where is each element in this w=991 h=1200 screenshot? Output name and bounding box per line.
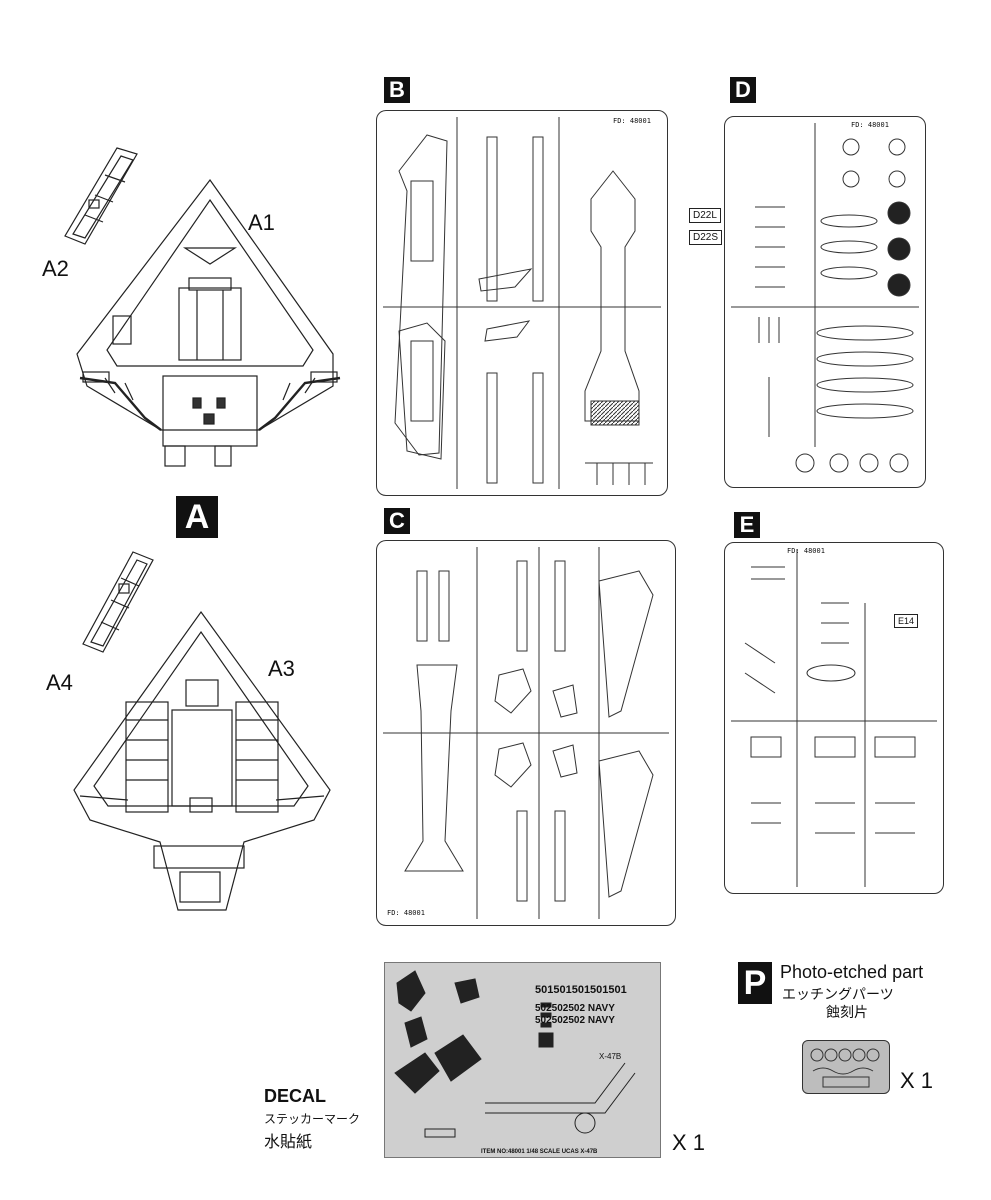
decal-footer: ITEM NO:48001 1/48 SCALE UCAS X-47B (481, 1149, 598, 1155)
photo-etch-title-en: Photo-etched part (780, 962, 924, 982)
sprue-e-frame: FD: 48001 (724, 542, 944, 894)
decal-subtitle-cn: 水貼紙 (264, 1132, 313, 1151)
photo-etch-parts (810, 1048, 880, 1088)
part-a1-drawing (76, 178, 341, 467)
photo-etch-title-cn: 蝕刻片 (826, 1005, 868, 1021)
sprue-b-frame: FD: 48001 (376, 110, 668, 496)
sprue-a-badge: A (176, 496, 218, 538)
decal-subtitle-jp: ステッカーマーク (264, 1112, 361, 1126)
sprue-d-frame: FD: 48001 (724, 116, 926, 488)
sprue-c-frame: FD: 48001 (376, 540, 676, 926)
sprue-b-parts (383, 117, 661, 489)
photo-etch-quantity: X 1 (900, 1068, 934, 1093)
part-a4-drawing (82, 551, 154, 653)
sprue-d-callout-2: D22S (689, 230, 723, 245)
part-a3-label: A3 (268, 656, 295, 681)
decal-code-1: 501501501501501 (535, 984, 627, 996)
sprue-c-parts (383, 547, 669, 919)
sprue-d-callout-1: D22L (689, 208, 721, 223)
decal-title: DECAL (264, 1086, 326, 1106)
photo-etch-badge: P (738, 962, 772, 1004)
sprue-e-parts (731, 549, 937, 887)
part-a3-drawing (73, 610, 331, 911)
sprue-b-code: FD: 48001 (613, 117, 651, 125)
decal-code-4: X-47B (599, 1052, 621, 1061)
sprue-d-parts (731, 123, 919, 473)
sprue-e-code: FD: 48001 (787, 547, 825, 555)
part-a2-label: A2 (42, 256, 69, 281)
sprue-c-code: FD: 48001 (387, 909, 425, 917)
sprue-e-callout: E14 (894, 614, 919, 628)
part-a2-drawing (64, 147, 138, 245)
decal-quantity: X 1 (672, 1130, 706, 1155)
photo-etch-fret (802, 1040, 890, 1094)
decal-code-2: 502502502 NAVY (535, 1003, 615, 1014)
decal-artwork: 501501501501501 502502502 NAVY 502502502… (394, 970, 636, 1155)
photo-etch-title-jp: エッチングパーツ (782, 987, 894, 1003)
sprue-c-badge: C (384, 508, 410, 534)
part-a1-label: A1 (248, 210, 275, 235)
sprue-d-badge: D (730, 77, 756, 103)
sprue-b-badge: B (384, 77, 410, 103)
decal-code-3: 502502502 NAVY (535, 1015, 615, 1026)
decal-sheet: 501501501501501 502502502 NAVY 502502502… (384, 962, 661, 1158)
sprue-e-badge: E (734, 512, 760, 538)
part-a4-label: A4 (46, 670, 73, 695)
sprue-d-code: FD: 48001 (851, 121, 889, 129)
